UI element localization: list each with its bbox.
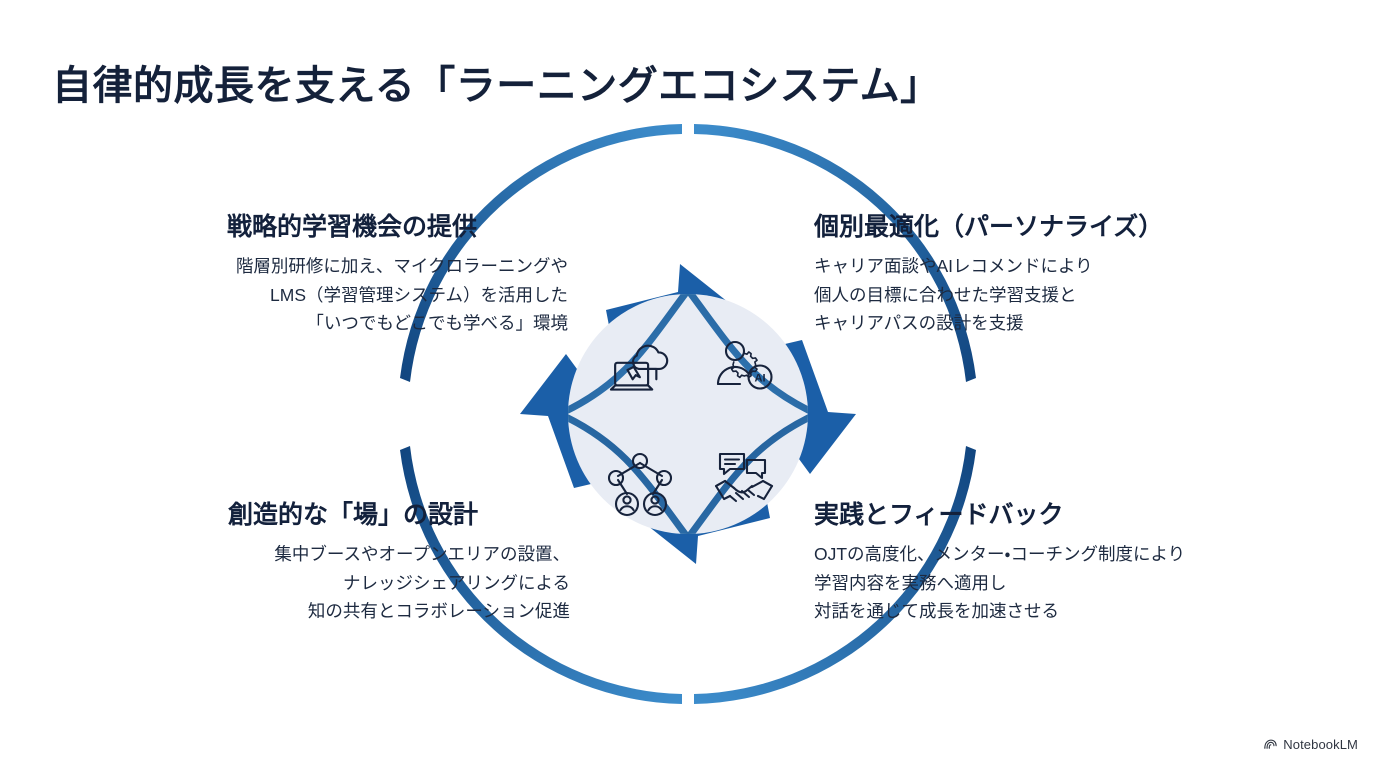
quadrant-body-line: 「いつでもどこでも学べる」環境 bbox=[306, 312, 568, 333]
quadrant-body-line: LMS（学習管理システム）を活用した bbox=[270, 284, 568, 305]
petal-curve-lower-right bbox=[684, 412, 808, 534]
quadrant-body-line: キャリア面談やAIレコメンドにより bbox=[814, 256, 1093, 277]
quadrant-body: OJTの高度化、メンター・コーチング制度により 学習内容を実務へ適用し 対話を通… bbox=[814, 540, 1304, 625]
laptop-cloud-icon bbox=[609, 344, 669, 391]
quadrant-body-line: ナレッジシェアリングによる bbox=[343, 572, 570, 593]
quadrant-body-line: 知の共有とコラボレーション促進 bbox=[307, 600, 570, 621]
quadrant-creative-place: 創造的な「場」の設計 集中ブースやオープンエリアの設置、 ナレッジシェアリングに… bbox=[140, 500, 570, 625]
quadrant-strategic-learning: 戦略的学習機会の提供 階層別研修に加え、マイクロラーニングや LMS（学習管理シ… bbox=[138, 212, 568, 337]
outer-cycle-ring bbox=[400, 124, 976, 704]
petal-curve-upper-right bbox=[684, 294, 808, 416]
quadrant-body-line: 階層別研修に加え、マイクロラーニングや bbox=[235, 256, 568, 277]
quadrant-title: 創造的な「場」の設計 bbox=[227, 501, 478, 529]
quadrant-body: 階層別研修に加え、マイクロラーニングや LMS（学習管理システム）を活用した 「… bbox=[138, 252, 568, 337]
ring-arc-bottom-left bbox=[400, 446, 682, 704]
quadrant-practice-feedback: 実践とフィードバック OJTの高度化、メンター・コーチング制度により 学習内容を… bbox=[814, 500, 1304, 625]
network-people-icon bbox=[607, 452, 673, 517]
ring-arc-top-right bbox=[694, 124, 976, 382]
quadrant-body-line: 個人の目標に合わせた学習支援と bbox=[814, 284, 1077, 305]
quadrant-body-line: OJTの高度化、メンター・コーチング制度により bbox=[814, 544, 1186, 565]
cycle-diagram-svg: AI bbox=[400, 124, 976, 704]
notebooklm-spiral-icon bbox=[1263, 737, 1278, 752]
quadrant-body: キャリア面談やAIレコメンドにより 個人の目標に合わせた学習支援と キャリアパス… bbox=[814, 252, 1284, 337]
learning-ecosystem-diagram: AI bbox=[0, 92, 1376, 712]
ring-arc-right-bottom bbox=[694, 446, 976, 704]
quadrant-body-line: 集中ブースやオープンエリアの設置、 bbox=[274, 544, 570, 565]
quadrant-body-line: キャリアパスの設計を支援 bbox=[814, 312, 1024, 333]
ring-arc-left-top bbox=[400, 124, 682, 382]
notebooklm-watermark: NotebookLM bbox=[1263, 737, 1358, 752]
quadrant-body: 集中ブースやオープンエリアの設置、 ナレッジシェアリングによる 知の共有とコラボ… bbox=[140, 540, 570, 625]
svg-text:AI: AI bbox=[755, 373, 766, 385]
person-ai-gear-icon: AI bbox=[716, 340, 773, 390]
handshake-chat-icon bbox=[714, 452, 774, 503]
quadrant-personalization: 個別最適化（パーソナライズ） キャリア面談やAIレコメンドにより 個人の目標に合… bbox=[814, 212, 1284, 337]
quadrant-title: 実践とフィードバック bbox=[814, 501, 1064, 529]
quadrant-title: 個別最適化（パーソナライズ） bbox=[814, 213, 1164, 241]
quadrant-body-line: 対話を通じて成長を加速させる bbox=[814, 600, 1059, 621]
page-title: 自律的成長を支える「ラーニングエコシステム」 bbox=[52, 63, 941, 108]
notebooklm-label: NotebookLM bbox=[1283, 737, 1358, 752]
quadrant-body-line: 学習内容を実務へ適用し bbox=[814, 572, 1007, 593]
quadrant-title: 戦略的学習機会の提供 bbox=[226, 213, 477, 241]
